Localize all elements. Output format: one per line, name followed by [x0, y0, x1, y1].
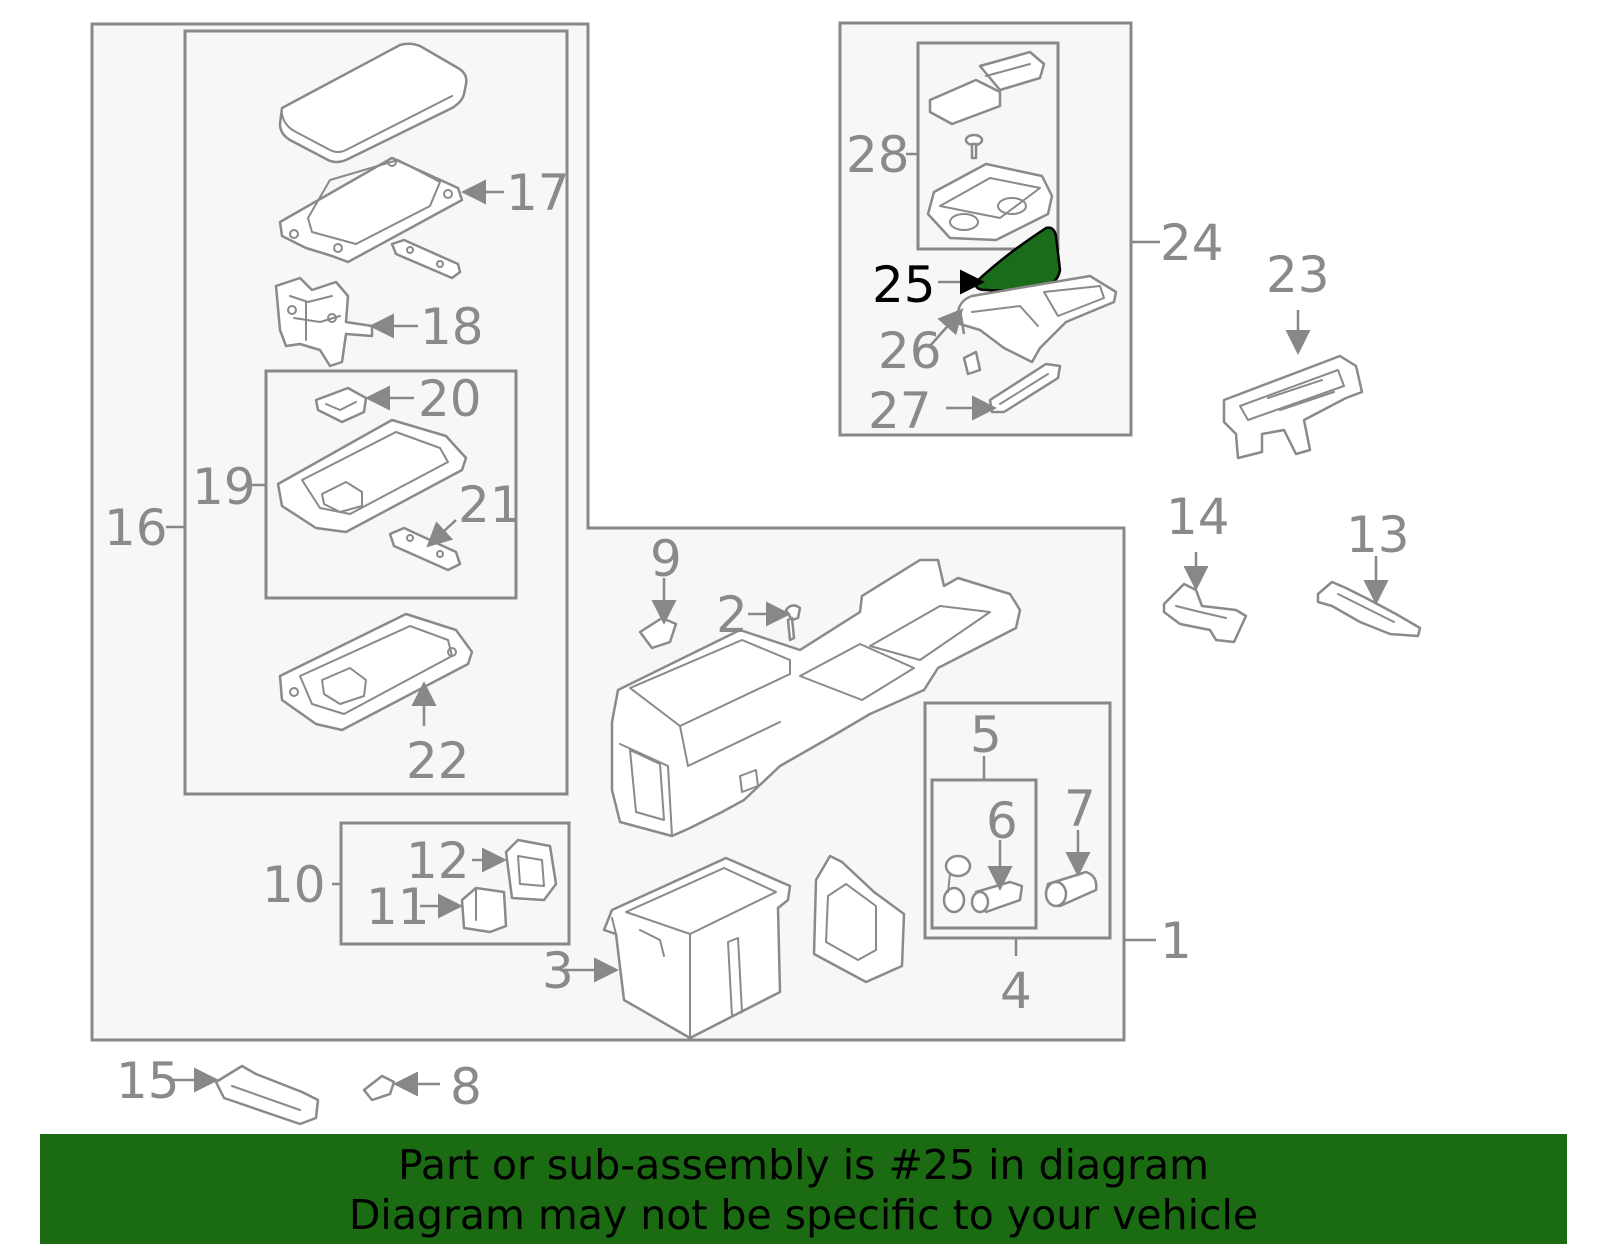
callout-19[interactable]: 19: [192, 458, 256, 516]
callout-1[interactable]: 1: [1160, 912, 1192, 970]
assembly-16-frame: [183, 29, 569, 796]
part-22-tray: [278, 612, 474, 732]
part-14-bracket: [1162, 582, 1248, 644]
callout-24[interactable]: 24: [1160, 214, 1224, 272]
callout-25[interactable]: 25: [872, 256, 936, 314]
banner-line-2: Diagram may not be specific to your vehi…: [348, 1191, 1259, 1239]
leader-lines: [166, 152, 1389, 1097]
part-17-armrest-lid: [278, 42, 468, 164]
callout-7[interactable]: 7: [1064, 780, 1096, 838]
part-19-tray: [276, 418, 468, 534]
callout-16[interactable]: 16: [104, 499, 168, 557]
callout-8[interactable]: 8: [450, 1058, 482, 1116]
info-banner: Part or sub-assembly is #25 in diagram D…: [40, 1134, 1567, 1244]
callout-13[interactable]: 13: [1346, 506, 1410, 564]
part-17-armrest-base: [278, 156, 464, 264]
part-7-lighter: [1044, 870, 1098, 908]
callout-6[interactable]: 6: [986, 792, 1018, 850]
part-17-clip: [390, 238, 462, 280]
assembly-1-frame: [90, 22, 1126, 1042]
part-11-cover: [460, 886, 508, 934]
part-8-clip: [362, 1074, 396, 1102]
assembly-28-frame: [916, 41, 1060, 251]
callout-26[interactable]: 26: [878, 322, 942, 380]
part-duct: [812, 854, 906, 984]
part-25-highlighted[interactable]: [974, 226, 1062, 292]
part-21-clip: [388, 526, 462, 572]
part-28-cover: [928, 50, 1046, 126]
callout-2[interactable]: 2: [716, 586, 748, 644]
callout-5[interactable]: 5: [970, 706, 1002, 764]
part-13-bracket: [1316, 580, 1422, 638]
callout-22[interactable]: 22: [406, 732, 470, 790]
callout-20[interactable]: 20: [418, 370, 482, 428]
part-6-socket-cap: [942, 854, 972, 914]
assembly-4-frame: [923, 701, 1112, 940]
callout-17[interactable]: 17: [506, 164, 570, 222]
part-28-holder: [926, 162, 1054, 242]
callout-11[interactable]: 11: [366, 878, 430, 936]
callout-21[interactable]: 21: [458, 476, 522, 534]
callout-9[interactable]: 9: [650, 530, 682, 588]
callout-10[interactable]: 10: [262, 856, 326, 914]
callout-15[interactable]: 15: [116, 1052, 180, 1110]
callout-23[interactable]: 23: [1266, 246, 1330, 304]
callout-labels: 17 18 20 19 21 16 22 9 2 1 3 4 5 6 7 10 …: [104, 126, 1410, 1116]
part-12-frame: [504, 838, 558, 902]
callout-14[interactable]: 14: [1166, 488, 1230, 546]
part-20-clip: [314, 386, 368, 424]
callout-27[interactable]: 27: [868, 382, 932, 440]
callout-18[interactable]: 18: [420, 298, 484, 356]
part-23-shift-panel: [1222, 354, 1364, 460]
part-18-bracket: [274, 276, 374, 368]
callout-28[interactable]: 28: [846, 126, 910, 184]
part-26-clip: [962, 350, 982, 376]
callout-4[interactable]: 4: [1000, 962, 1032, 1020]
part-28-screw: [964, 133, 984, 160]
banner-line-1: Part or sub-assembly is #25 in diagram: [397, 1141, 1210, 1189]
part-1-console: [610, 558, 1022, 838]
part-15-bracket: [214, 1064, 320, 1126]
part-3-bin: [602, 856, 792, 1040]
callout-12[interactable]: 12: [406, 832, 470, 890]
callout-3[interactable]: 3: [542, 942, 574, 1000]
part-26-bezel: [956, 274, 1118, 364]
